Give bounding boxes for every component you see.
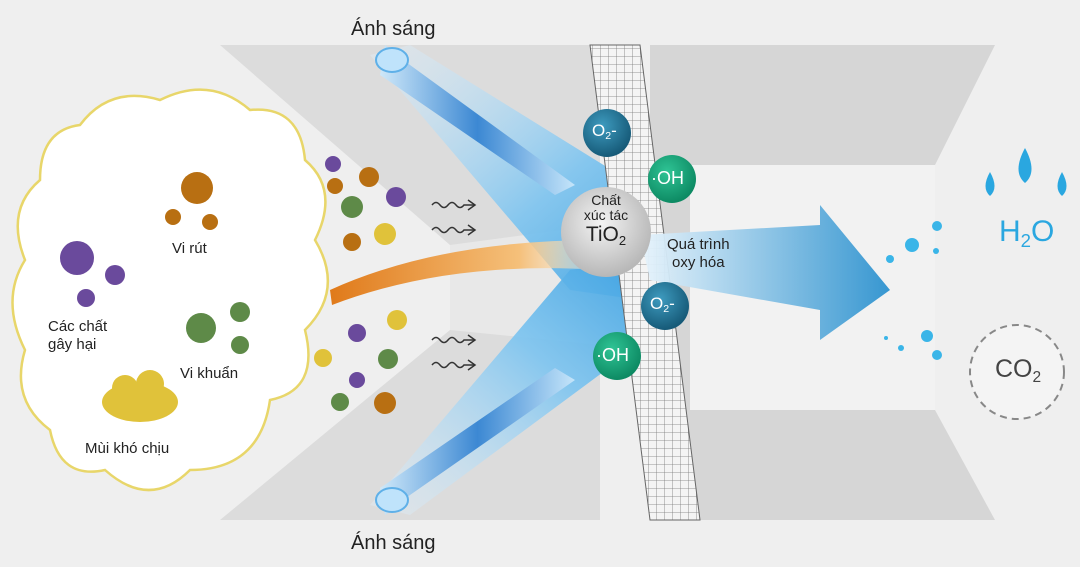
hydroxyl-radical-bottom — [593, 332, 641, 380]
water-label: H2O — [999, 215, 1055, 251]
wavy-arrows-top — [431, 199, 477, 236]
bacteria-label: Vi khuẩn — [180, 365, 239, 382]
catalyst-formula-text: TiO — [585, 223, 619, 246]
odor-icon — [102, 370, 178, 422]
catalyst-label: Chất xúc tác TiO2 — [570, 193, 642, 249]
oxidation-line2: oxy hóa — [672, 254, 725, 271]
water-text: H — [999, 215, 1021, 248]
superoxide-label-top: O2- — [592, 121, 617, 143]
virus-icon — [165, 172, 218, 230]
uv-lamp-top — [375, 45, 575, 195]
superoxide-text-b: O — [650, 294, 664, 313]
superoxide-radical-bottom — [641, 282, 689, 330]
tio2-catalyst-sphere — [561, 187, 651, 277]
water-sub: 2 — [1020, 229, 1032, 251]
superoxide-sub-b: 2 — [663, 303, 670, 316]
hydroxyl-label-bottom: ·OH — [596, 345, 629, 365]
superoxide-charge: - — [611, 121, 617, 140]
light-label-bottom: Ánh sáng — [351, 532, 436, 554]
virus-label: Vi rút — [172, 240, 207, 257]
oxidation-line1: Quá trình — [667, 236, 730, 253]
co2-label: CO2 — [995, 355, 1042, 386]
particle-group-top — [325, 156, 406, 251]
superoxide-sub: 2 — [605, 130, 612, 143]
oxidation-label: Quá trình oxy hóa — [667, 236, 730, 272]
co2-sub: 2 — [1032, 368, 1042, 386]
light-label-top: Ánh sáng — [351, 18, 436, 40]
catalyst-line1: Chất — [591, 192, 621, 208]
water-drop-icon — [985, 148, 1067, 196]
catalyst-formula: TiO2 — [570, 223, 642, 249]
pollutant-cloud — [11, 88, 330, 492]
oxidation-arrow — [640, 205, 890, 340]
hydroxyl-label-top: ·OH — [651, 168, 684, 188]
polluted-airflow — [330, 240, 600, 305]
superoxide-charge-b: - — [669, 294, 675, 313]
water-tail: O — [1031, 215, 1055, 248]
catalyst-formula-sub: 2 — [618, 233, 627, 249]
odor-label: Mùi khó chịu — [85, 440, 170, 457]
particle-group-bottom — [314, 310, 407, 414]
superoxide-text: O — [592, 121, 606, 140]
wavy-arrows-bottom — [431, 334, 477, 371]
co2-circle — [969, 324, 1065, 420]
output-bubbles — [884, 221, 942, 360]
superoxide-radical-top — [583, 109, 631, 157]
uv-lamp-bottom — [375, 368, 575, 515]
catalyst-line2: xúc tác — [583, 207, 629, 223]
harmful-substance-icon — [60, 241, 125, 307]
co2-text: CO — [995, 355, 1033, 383]
superoxide-label-bottom: O2- — [650, 294, 675, 316]
bacteria-icon — [186, 302, 250, 354]
hydroxyl-radical-top — [648, 155, 696, 203]
harmful-substance-label: Các chất gây hại — [48, 318, 108, 353]
